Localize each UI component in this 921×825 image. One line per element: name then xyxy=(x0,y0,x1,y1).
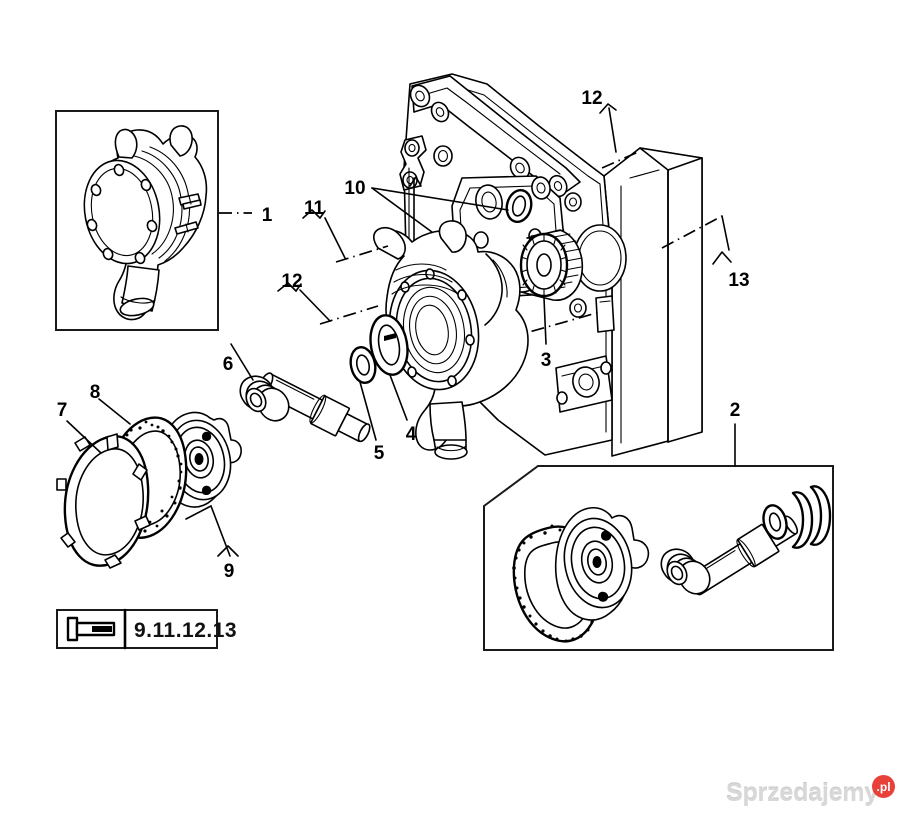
kit-impeller xyxy=(554,507,650,621)
callout-3-label: 3 xyxy=(541,350,552,371)
assembly-box xyxy=(55,110,219,331)
o-ring xyxy=(505,189,533,223)
bolt-icon xyxy=(66,616,116,642)
callout-11-label: 11 xyxy=(304,198,325,219)
seal-ring-large xyxy=(369,314,409,376)
callout-1-label: 1 xyxy=(262,205,273,226)
bearing-bush xyxy=(349,346,377,384)
kit-shaft xyxy=(660,485,832,596)
callout-7-label: 7 xyxy=(57,400,68,421)
pump-housing xyxy=(373,220,529,460)
pump-studs xyxy=(174,193,202,235)
callout-12-left-label: 12 xyxy=(281,271,302,292)
callout-8-leader: 8 xyxy=(90,382,131,425)
drive-gear xyxy=(519,229,584,301)
callout-4-leader: 4 xyxy=(389,374,417,445)
callout-5-label: 5 xyxy=(374,443,385,464)
callout-9-leader: 9 xyxy=(185,505,239,582)
callout-2-label: 2 xyxy=(730,400,741,421)
callout-10-label: 10 xyxy=(344,178,365,199)
shaft-seal-boot xyxy=(239,375,290,422)
callout-12-right-leader: 12 xyxy=(581,88,639,169)
callout-9-label: 9 xyxy=(224,561,235,582)
callout-13-label: 13 xyxy=(728,270,749,291)
callout-12-left-leader: 12 xyxy=(277,271,379,325)
callout-5-leader: 5 xyxy=(359,381,385,464)
callout-13-leader: 13 xyxy=(661,215,750,291)
callout-1-leader: 1 xyxy=(219,205,273,226)
water-pump-assembly-drawing xyxy=(83,125,208,321)
callout-2-leader: 2 xyxy=(730,400,741,467)
backplate-cover xyxy=(56,433,151,569)
repair-kit-box xyxy=(483,465,834,651)
callout-7-leader: 7 xyxy=(57,400,102,454)
callout-10-leader: 10 xyxy=(344,176,509,245)
callout-6-leader: 6 xyxy=(223,343,254,381)
callout-12-right-label: 12 xyxy=(581,88,602,109)
legend: 9.11.12.13 xyxy=(56,608,237,650)
callout-3-leader: 3 xyxy=(507,297,601,371)
pump-shaft xyxy=(239,372,371,443)
callout-8-label: 8 xyxy=(90,382,101,403)
callout-11-leader: 11 xyxy=(302,198,389,263)
callout-4-label: 4 xyxy=(406,424,417,445)
legend-text: 9.11.12.13 xyxy=(134,619,237,642)
callout-6-label: 6 xyxy=(223,354,234,375)
